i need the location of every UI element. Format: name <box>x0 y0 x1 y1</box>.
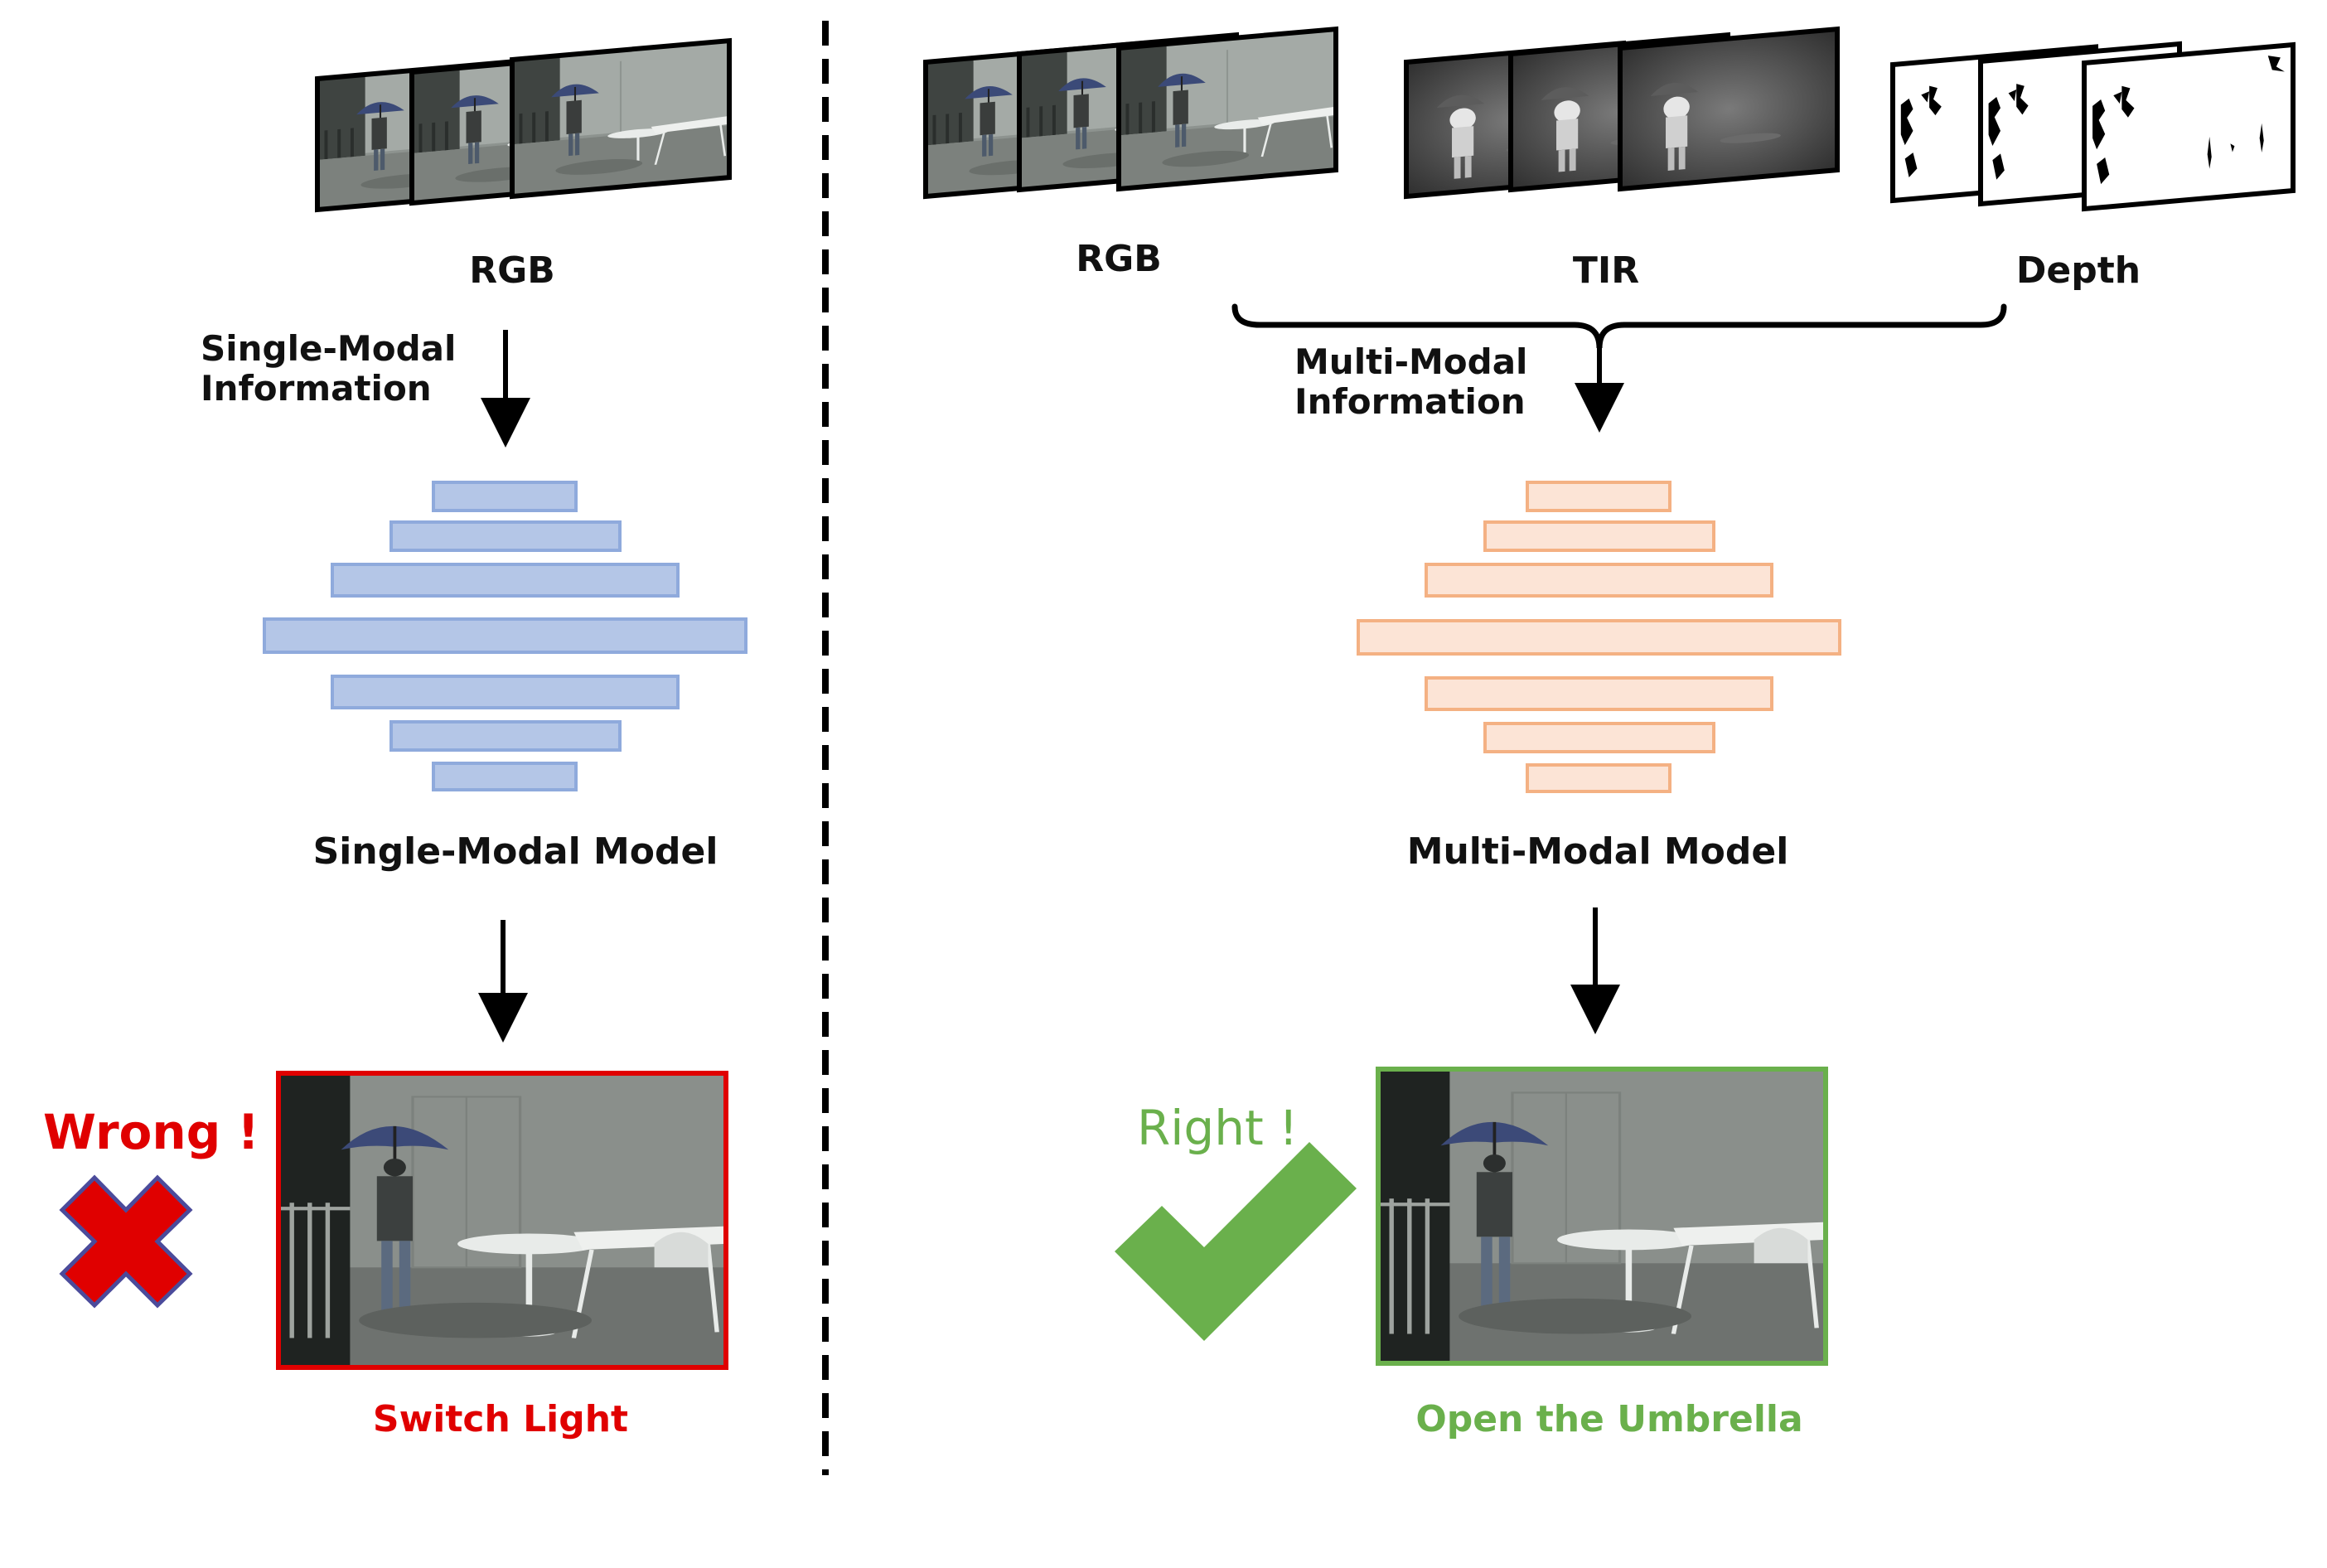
single-model-layer-1 <box>432 481 578 512</box>
right-rgb-stack <box>923 26 1338 200</box>
right-depth-label: Depth <box>2015 249 2141 292</box>
right-label: Right ! <box>1137 1100 1299 1156</box>
right-tir-frame-3 <box>1618 26 1840 192</box>
right-info-line-1: Multi-Modal <box>1294 341 1528 382</box>
single-modal-model <box>263 481 747 791</box>
wrong-label: Wrong ! <box>43 1104 259 1160</box>
left-rgb-label: RGB <box>469 249 555 292</box>
single-modal-model-label: Single-Modal Model <box>312 830 718 873</box>
left-info-line-1: Single-Modal <box>201 328 457 369</box>
right-rgb-frame-3 <box>1116 26 1338 192</box>
left-result-image <box>278 1073 726 1367</box>
single-model-layer-5 <box>331 675 680 709</box>
single-model-layer-7 <box>432 762 578 791</box>
wrong-frame <box>276 1071 728 1370</box>
multi-model-layer-1 <box>1526 481 1671 512</box>
left-prediction-label: Switch Light <box>372 1398 629 1440</box>
left-rgb-stack <box>315 37 732 213</box>
right-info-line-2: Information <box>1294 381 1526 423</box>
multi-modal-model <box>1357 481 1841 793</box>
single-model-layer-2 <box>389 520 622 552</box>
multi-model-layer-3 <box>1425 563 1773 598</box>
multi-model-layer-4 <box>1357 619 1841 656</box>
single-model-layer-4 <box>263 617 747 654</box>
right-tir-label: TIR <box>1572 249 1640 292</box>
multi-modal-model-label: Multi-Modal Model <box>1406 830 1789 873</box>
right-info-label: Multi-Modal Information <box>1294 341 1528 423</box>
single-model-layer-6 <box>389 720 622 752</box>
left-rgb-frame-3 <box>510 37 732 200</box>
left-info-line-2: Information <box>201 368 432 409</box>
right-depth-frame-3 <box>2082 41 2296 212</box>
right-result-image <box>1378 1069 1826 1363</box>
right-frame <box>1376 1067 1828 1366</box>
multi-model-layer-6 <box>1483 722 1715 753</box>
cross-icon <box>59 1174 193 1309</box>
right-depth-stack <box>1890 41 2296 212</box>
right-tir-stack <box>1404 26 1840 200</box>
right-prediction-label: Open the Umbrella <box>1415 1398 1803 1440</box>
multi-model-layer-2 <box>1483 520 1715 552</box>
multi-model-layer-5 <box>1425 676 1773 711</box>
multi-model-layer-7 <box>1526 763 1671 793</box>
right-rgb-label: RGB <box>1076 238 1162 280</box>
left-info-label: Single-Modal Information <box>201 328 457 409</box>
single-model-layer-3 <box>331 563 680 598</box>
check-icon <box>1115 1142 1357 1341</box>
